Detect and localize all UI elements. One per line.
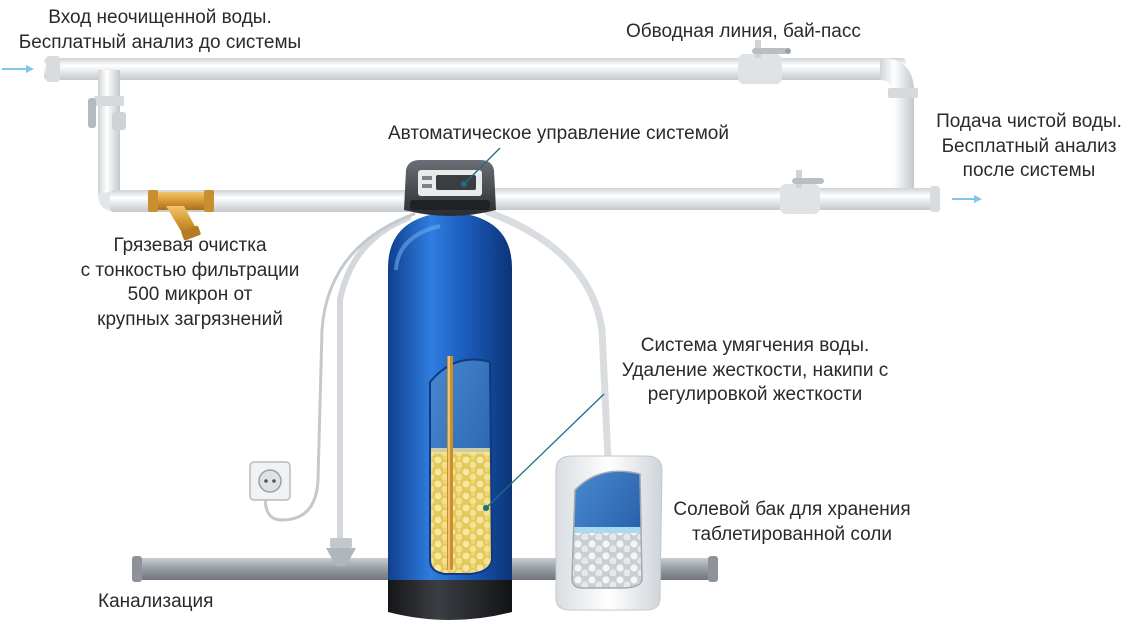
softener-tank: [388, 212, 512, 620]
outlet-label-line: Подача чистой воды.: [936, 111, 1122, 132]
mud-filter-label: Грязевая очистка с тонкостью фильтрации …: [70, 234, 310, 332]
brine-tank-label-line: таблетированной соли: [691, 523, 892, 545]
softener-label-line: регулировкой жесткости: [647, 384, 863, 405]
brine-tank: [555, 455, 663, 611]
leader-lines: [461, 147, 605, 511]
outlet-valve: [780, 170, 824, 214]
power-socket: [249, 461, 291, 501]
bypass-valve: [738, 40, 791, 84]
leader-softener: [485, 393, 605, 509]
control-head: [404, 160, 496, 216]
outlet-label-line: после системы: [962, 160, 1096, 181]
mud-filter-label-line: с тонкостью фильтрации: [80, 259, 300, 281]
control-label: Автоматическое управление системой: [388, 122, 729, 147]
inlet-label: Вход неочищенной воды. Бесплатный анализ…: [4, 6, 316, 55]
mud-filter: [148, 190, 214, 241]
mud-filter-label-line: крупных загрязнений: [97, 308, 283, 330]
brine-tank-label-line: Солевой бак для хранения: [673, 499, 911, 520]
bypass-pipe: [44, 56, 918, 200]
sewer-label: Канализация: [98, 590, 213, 615]
leader-control: [463, 147, 501, 185]
drain-funnel: [326, 538, 356, 566]
inlet-riser-pipe: [88, 70, 130, 212]
sewer-label-line: Канализация: [98, 591, 214, 612]
inlet-label-line: Бесплатный анализ до системы: [18, 31, 302, 53]
outlet-label: Подача чистой воды. Бесплатный анализ по…: [922, 110, 1136, 184]
outlet-label-line: Бесплатный анализ: [941, 135, 1117, 157]
outlet-arrow: [952, 195, 982, 203]
drain-hoses: [263, 208, 612, 551]
inlet-arrow: [2, 65, 34, 73]
mud-filter-label-line: Грязевая очистка: [113, 235, 267, 256]
bypass-label: Обводная линия, бай-пасс: [626, 20, 861, 45]
softener-label: Система умягчения воды. Удаление жесткос…: [598, 334, 912, 408]
mud-filter-label-line: 500 микрон от: [127, 284, 253, 305]
brine-tank-label: Солевой бак для хранения таблетированной…: [656, 498, 928, 547]
inlet-label-line: Вход неочищенной воды.: [48, 7, 272, 28]
softener-label-line: Система умягчения воды.: [640, 335, 870, 356]
softener-label-line: Удаление жесткости, накипи с: [621, 359, 889, 381]
control-label-line: Автоматическое управление системой: [388, 123, 729, 144]
bypass-label-line: Обводная линия, бай-пасс: [626, 21, 861, 42]
